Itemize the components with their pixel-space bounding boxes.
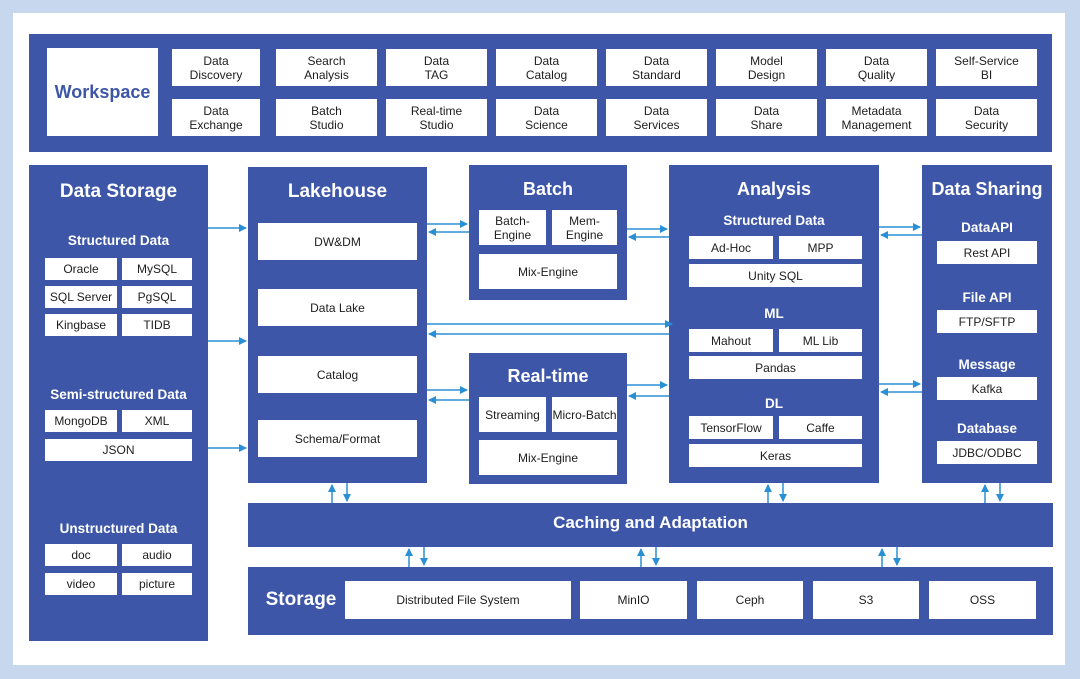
sharing-dataapi-heading: DataAPI [961, 220, 1013, 235]
source-tidb: TIDB [122, 314, 192, 336]
analysis-dl-heading: DL [765, 396, 783, 411]
source-json: JSON [45, 439, 192, 461]
source-oracle: Oracle [45, 258, 117, 280]
storage-s3: S3 [813, 581, 919, 619]
storage-title: Storage [265, 589, 337, 610]
workspace-title: Workspace [54, 82, 151, 102]
analysis-keras: Keras [689, 444, 862, 467]
source-kingbase: Kingbase [45, 314, 117, 336]
storage-oss: OSS [929, 581, 1036, 619]
storage-ceph: Ceph [697, 581, 803, 619]
source-pgsql: PgSQL [122, 286, 192, 308]
analysis-ml-heading: ML [764, 306, 784, 321]
workspace-item-data-science: Data Science [496, 99, 597, 136]
source-doc: doc [45, 544, 117, 566]
workspace-item-search-analysis: Search Analysis [276, 49, 377, 86]
source-video: video [45, 573, 117, 595]
source-xml: XML [122, 410, 192, 432]
lakehouse-schema-format: Schema/Format [258, 420, 417, 457]
workspace-item-data-catalog: Data Catalog [496, 49, 597, 86]
analysis-ml-lib: ML Lib [779, 329, 862, 352]
unstructured-data-heading: Unstructured Data [59, 521, 178, 536]
workspace-item-data-standard: Data Standard [606, 49, 707, 86]
lakehouse-data-lake: Data Lake [258, 289, 417, 326]
storage-distributed-file-system: Distributed File System [345, 581, 571, 619]
lakehouse-dw-dm: DW&DM [258, 223, 417, 260]
batch-mix-engine: Mix-Engine [479, 254, 617, 289]
lakehouse-title: Lakehouse [287, 181, 388, 202]
sharing-file-api-heading: File API [962, 290, 1012, 305]
realtime-micro-batch: Micro-Batch [552, 397, 617, 432]
mem-engine: Mem- Engine [552, 210, 617, 245]
source-mongodb: MongoDB [45, 410, 117, 432]
workspace-title-box: Workspace [47, 48, 158, 136]
source-audio: audio [122, 544, 192, 566]
realtime-title: Real-time [507, 366, 589, 386]
workspace-item-data-exchange: Data Exchange [172, 99, 260, 136]
sharing-database-heading: Database [956, 421, 1018, 436]
workspace-item-data-discovery: Data Discovery [172, 49, 260, 86]
analysis-caffe: Caffe [779, 416, 862, 439]
caching-adaptation-title: Caching and Adaptation [553, 513, 748, 532]
caching-adaptation-bar [248, 503, 1053, 547]
structured-data-heading: Structured Data [67, 233, 170, 248]
workspace-item-metadata-management: Metadata Management [826, 99, 927, 136]
workspace-item-batch-studio: Batch Studio [276, 99, 377, 136]
workspace-item-data-share: Data Share [716, 99, 817, 136]
analysis-unity-sql: Unity SQL [689, 264, 862, 287]
source-sql-server: SQL Server [45, 286, 117, 308]
analysis-tensorflow: TensorFlow [689, 416, 773, 439]
analysis-ad-hoc: Ad-Hoc [689, 236, 773, 259]
workspace-item-data-quality: Data Quality [826, 49, 927, 86]
workspace-item-data-tag: Data TAG [386, 49, 487, 86]
analysis-structured-heading: Structured Data [723, 213, 825, 228]
workspace-item-model-design: Model Design [716, 49, 817, 86]
realtime-streaming: Streaming [479, 397, 546, 432]
batch-title: Batch [522, 179, 573, 199]
analysis-pandas: Pandas [689, 356, 862, 379]
data-sharing-title: Data Sharing [931, 179, 1043, 199]
batch-engine: Batch- Engine [479, 210, 546, 245]
workspace-item-data-security: Data Security [936, 99, 1037, 136]
workspace-item-self-service-bi: Self-Service BI [936, 49, 1037, 86]
data-storage-title: Data Storage [59, 181, 178, 202]
sharing-message-heading: Message [958, 357, 1016, 372]
workspace-item-data-services: Data Services [606, 99, 707, 136]
realtime-mix-engine: Mix-Engine [479, 440, 617, 475]
analysis-mpp: MPP [779, 236, 862, 259]
sharing-jdbc-odbc: JDBC/ODBC [937, 441, 1037, 464]
source-mysql: MySQL [122, 258, 192, 280]
source-picture: picture [122, 573, 192, 595]
workspace-item-realtime-studio: Real-time Studio [386, 99, 487, 136]
sharing-kafka: Kafka [937, 377, 1037, 400]
sharing-rest-api: Rest API [937, 241, 1037, 264]
sharing-ftp-sftp: FTP/SFTP [937, 310, 1037, 333]
semi-structured-data-heading: Semi-structured Data [50, 387, 187, 402]
analysis-title: Analysis [736, 179, 812, 199]
storage-minio: MinIO [580, 581, 687, 619]
analysis-mahout: Mahout [689, 329, 773, 352]
lakehouse-catalog: Catalog [258, 356, 417, 393]
